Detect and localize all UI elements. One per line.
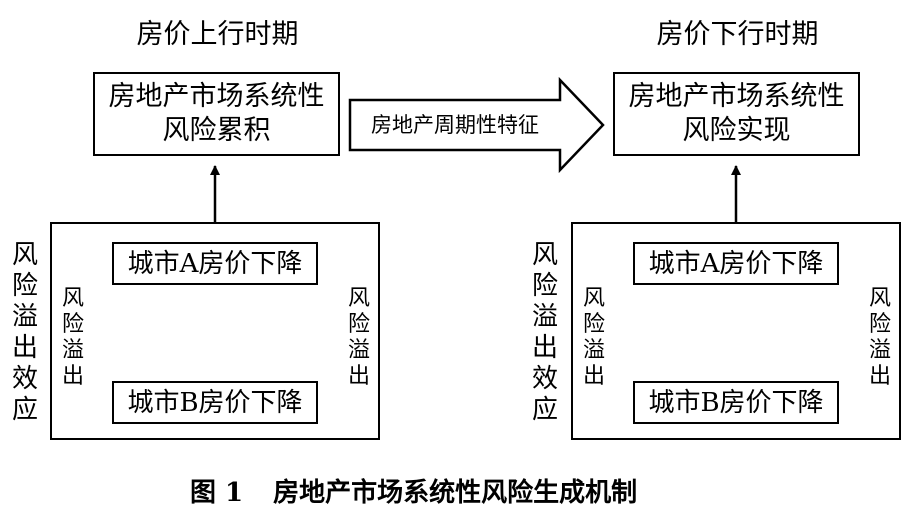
middle-big-arrow [348, 76, 605, 174]
right-city-a-box: 城市A房价下降 [633, 242, 839, 285]
left-period-title: 房价上行时期 [136, 19, 299, 50]
figure-number: 图 1 [190, 478, 244, 508]
right-period-title: 房价下行时期 [656, 19, 819, 50]
middle-arrow-label: 房地产周期性特征 [371, 113, 539, 137]
left-outcome-line2: 风险累积 [162, 115, 271, 146]
left-spill-label-right: 风险溢出 [347, 286, 370, 389]
right-outcome-box: 房地产市场系统性 风险实现 [613, 72, 860, 156]
right-spill-label-left: 风险溢出 [582, 286, 605, 389]
left-effect-label: 风险溢出效应 [11, 240, 38, 425]
right-outcome-line2: 风险实现 [682, 115, 791, 146]
left-city-b-box: 城市B房价下降 [112, 381, 318, 424]
left-spill-label-left: 风险溢出 [61, 286, 84, 389]
right-effect-label: 风险溢出效应 [531, 240, 558, 425]
figure-title: 房地产市场系统性风险生成机制 [273, 478, 638, 508]
left-outcome-box: 房地产市场系统性 风险累积 [93, 72, 340, 156]
right-city-b-box: 城市B房价下降 [633, 381, 839, 424]
left-city-a-box: 城市A房价下降 [112, 242, 318, 285]
figure-caption: 图 1 房地产市场系统性风险生成机制 [190, 478, 637, 508]
right-outcome-line1: 房地产市场系统性 [628, 81, 845, 112]
left-outcome-line1: 房地产市场系统性 [108, 81, 325, 112]
right-spill-label-right: 风险溢出 [868, 286, 891, 389]
